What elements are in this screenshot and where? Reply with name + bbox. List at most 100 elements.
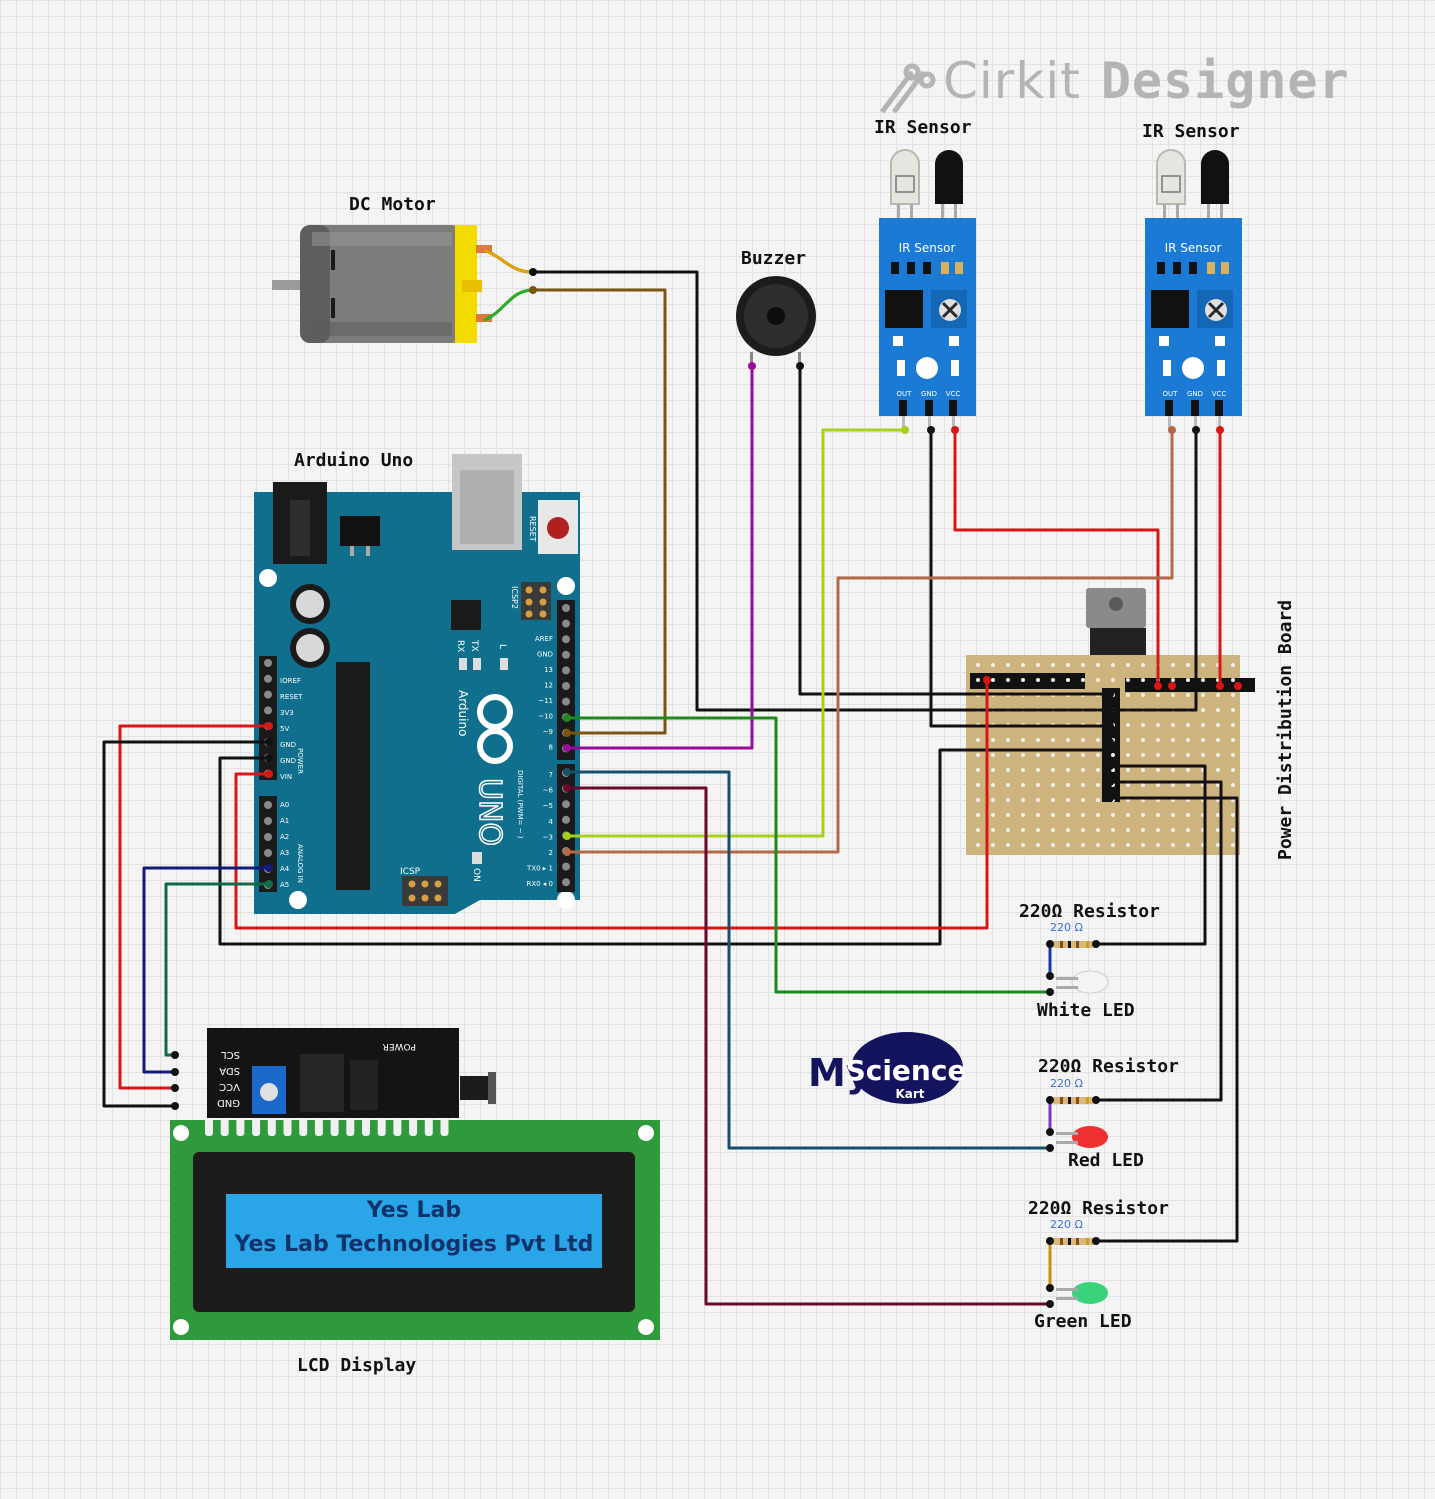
lcd-pin	[252, 1118, 261, 1136]
dc-motor[interactable]	[272, 225, 492, 343]
wire-5v-red	[118, 724, 269, 1090]
resistor-3-value: 220 Ω	[1050, 1218, 1083, 1231]
lcd-pin	[362, 1118, 370, 1136]
header-hole	[562, 650, 570, 659]
icsp2-pin	[525, 610, 533, 618]
wire-motor-orange	[483, 248, 534, 274]
digital-pin-label: ~10	[538, 713, 553, 721]
wire-ir1-out-lime	[567, 428, 905, 838]
wire-endpoint	[1106, 690, 1114, 698]
ir2-pin-vcc: VCC	[1212, 390, 1227, 398]
red-led-label: Red LED	[1068, 1150, 1144, 1171]
header-hole	[562, 635, 570, 644]
digital-label: DIGITAL (PWM= ~ )	[516, 770, 524, 839]
buzzer[interactable]	[736, 276, 816, 366]
cirkit-designer-brand: Cirkit Designer	[943, 52, 1350, 110]
wire-endpoint	[529, 268, 537, 276]
power-pin-label: IOREF	[280, 677, 301, 685]
icsp-pin	[421, 894, 429, 902]
arduino-infinity-logo	[477, 694, 513, 764]
wire-buzzer-black	[798, 366, 1110, 696]
white-led[interactable]	[1056, 970, 1109, 994]
brand-bold: Designer	[1100, 52, 1350, 110]
arduino-uno[interactable]: RESET ICSP2 TX RX L Arduino UNO DIGITAL …	[254, 454, 580, 914]
wire-gnd-black-lcd	[102, 740, 269, 1108]
ir1-pin-gnd: GND	[921, 390, 937, 398]
lcd-display[interactable]	[170, 1118, 660, 1340]
lcd-display-label: LCD Display	[297, 1355, 417, 1376]
icsp-pin	[408, 880, 416, 888]
wire-endpoint	[265, 738, 273, 746]
digital-pin-label: RX0 ◂ 0	[526, 880, 553, 888]
wire-endpoint	[265, 722, 273, 730]
lcd-line-2: Yes Lab Technologies Pvt Ltd	[234, 1232, 594, 1257]
digital-pin-label: AREF	[535, 635, 553, 643]
on-label: ON	[471, 868, 481, 882]
wire-endpoint	[171, 1084, 179, 1092]
ir-sensor-1[interactable]: IR Sensor OUT GND VCC	[879, 149, 976, 430]
wire-endpoint	[265, 880, 273, 888]
resistor-2[interactable]	[1052, 1097, 1096, 1104]
resistor-3-label: 220Ω Resistor	[1028, 1198, 1169, 1219]
analog-pin-label: A2	[280, 833, 289, 841]
i2c-pin-gnd: GND	[217, 1097, 240, 1108]
wire-endpoint	[1092, 940, 1100, 948]
wire-endpoint	[529, 286, 537, 294]
icsp-pin	[408, 894, 416, 902]
brand-light: Cirkit	[943, 52, 1081, 110]
power-distribution-board-label: Power Distribution Board	[1275, 599, 1296, 860]
digital-pin-label: TX0 ▸ 1	[526, 865, 553, 873]
arduino-brand: Arduino	[456, 690, 470, 736]
lcd-pin	[377, 1118, 386, 1136]
arduino-uno-label: Arduino Uno	[294, 450, 414, 471]
i2c-pin-vcc: VCC	[219, 1081, 240, 1092]
wire-endpoint	[563, 784, 571, 792]
resistor-3[interactable]	[1052, 1238, 1096, 1245]
wire-gnd2-black	[218, 748, 1110, 946]
header-hole	[264, 801, 272, 809]
header-hole	[562, 604, 570, 612]
ir-sensor-2[interactable]: IR Sensor OUT GND VCC	[1145, 149, 1242, 430]
myscience-kart-logo: My Science Kart	[808, 1032, 966, 1104]
l-label: L	[497, 644, 507, 649]
tx-label: TX	[469, 639, 479, 652]
header-hole	[562, 619, 570, 628]
analog-label: ANALOG IN	[296, 844, 304, 883]
wire-endpoint	[563, 744, 571, 752]
lcd-line-1: Yes Lab	[366, 1198, 462, 1223]
header-hole	[264, 659, 272, 667]
wire-endpoint	[265, 864, 273, 872]
power-pin-label: VIN	[280, 773, 292, 781]
icsp-pin	[434, 894, 442, 902]
red-led[interactable]	[1056, 1126, 1108, 1148]
green-led-label: Green LED	[1034, 1311, 1132, 1332]
wire-a4-navy	[142, 866, 269, 1074]
header-hole	[562, 697, 570, 706]
wire-endpoint	[1106, 778, 1114, 786]
wire-endpoint	[927, 426, 935, 434]
green-led[interactable]	[1056, 1282, 1108, 1304]
digital-pin-label: ~9	[543, 728, 553, 736]
logo-my: My	[808, 1051, 871, 1095]
power-distribution-board[interactable]	[966, 588, 1255, 855]
wire-endpoint	[796, 362, 804, 370]
digital-pin-label: ~11	[538, 697, 553, 705]
power-pin-label: 5V	[280, 725, 289, 733]
logo-science: Science	[846, 1054, 967, 1087]
wire-endpoint	[951, 426, 959, 434]
wire-endpoint	[1046, 972, 1054, 980]
i2c-module[interactable]: SCL SDA VCC GND POWER	[207, 1028, 496, 1118]
wires	[102, 248, 1239, 1306]
lcd-pin	[440, 1118, 449, 1136]
uno-label: UNO	[472, 778, 507, 846]
resistor-1[interactable]	[1052, 941, 1096, 948]
wire-ir2-out-rust	[567, 430, 1174, 854]
header-hole	[264, 690, 272, 699]
i2c-pin-scl: SCL	[221, 1049, 240, 1060]
wire-endpoint	[901, 426, 909, 434]
power-pin-label: 3V3	[280, 709, 294, 717]
power-pin-label: GND	[280, 757, 296, 765]
wire-res1-black	[1096, 764, 1207, 946]
